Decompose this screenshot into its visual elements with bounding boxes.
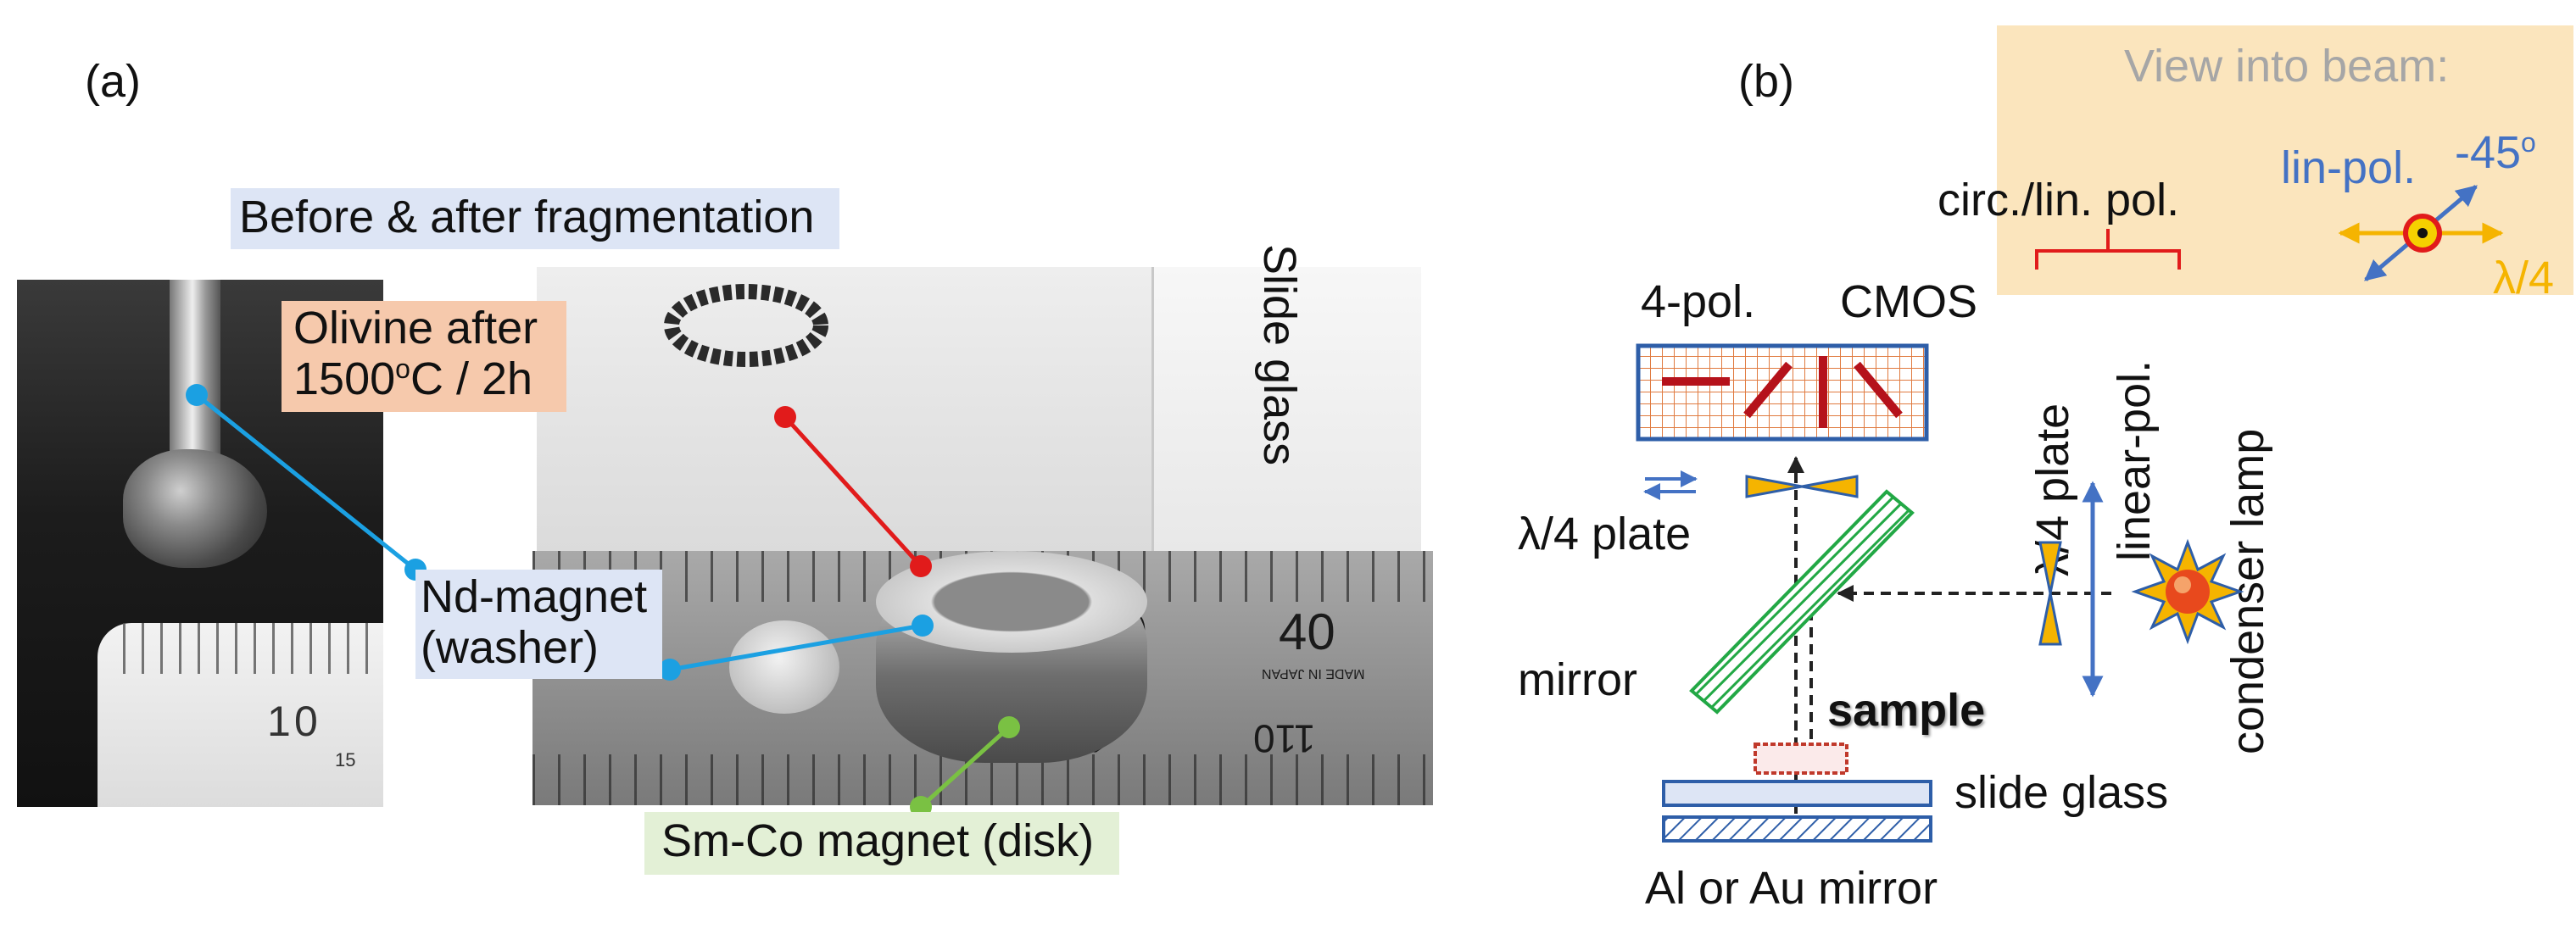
olivine-sample	[123, 449, 267, 568]
view-beam-dot	[2403, 214, 2442, 253]
sample-label: sample	[1827, 685, 1986, 736]
sample-piece	[1754, 743, 1848, 775]
panel-b-label: (b)	[1738, 56, 1794, 107]
circ-lin-pol-label: circ./lin. pol.	[1938, 175, 2180, 225]
condenser-lamp-icon	[2131, 538, 2244, 645]
mirror-label: mirror	[1518, 654, 1637, 705]
ruler-mark-40: 40	[1279, 603, 1335, 660]
leader-washer-dot-end	[659, 659, 681, 681]
al-au-mirror-label: Al or Au mirror	[1645, 863, 1938, 914]
leader-washer-dot-start	[912, 615, 934, 637]
angle-value: -45	[2455, 127, 2522, 178]
leader-fragment	[783, 415, 923, 568]
view-into-beam-title: View into beam:	[2124, 41, 2450, 92]
slide-glass-label: slide glass	[1954, 767, 2169, 818]
view-quarter-label: λ/4	[2493, 253, 2555, 303]
four-pol-label: 4-pol.	[1641, 276, 1756, 327]
leader-olivine	[195, 393, 417, 571]
olivine-label-line1: Olivine after	[293, 303, 538, 353]
nd-magnet-label: Nd-magnet (washer)	[415, 570, 663, 679]
fragment-ring	[664, 284, 828, 367]
slide-glass-optic	[1662, 780, 1932, 807]
olivine-degree-sup: o	[395, 353, 410, 385]
leader-fragment-dot-start	[774, 406, 796, 428]
olivine-label-line2: 1500oC / 2h	[293, 353, 538, 404]
holder-rod	[170, 280, 220, 479]
panel-a-label: (a)	[85, 56, 141, 107]
beam-mirror	[1689, 489, 1915, 715]
leader-smco	[919, 726, 1011, 809]
smco-disk	[729, 620, 839, 714]
slide-glass-frost	[1151, 267, 1421, 555]
nd-magnet-label-line1: Nd-magnet	[421, 571, 648, 622]
plate-translate-arrows	[1643, 470, 1698, 500]
ruler-left: 1 0 15	[98, 623, 383, 807]
nd-magnet-label-line2: (washer)	[421, 622, 599, 674]
slide-photo: 30 40 120 110 MADE IN JAPAN	[532, 246, 1433, 805]
al-au-mirror-optic	[1662, 815, 1932, 843]
olivine-label: Olivine after 1500oC / 2h	[282, 301, 567, 412]
leader-olivine-dot-start	[186, 384, 208, 406]
olivine-temp-unit: C / 2h	[410, 353, 533, 405]
smco-label: Sm-Co magnet (disk)	[644, 812, 1120, 876]
ruler-left-digit-1: 1	[267, 698, 291, 745]
quarter-plate-left-label: λ/4 plate	[1518, 509, 1692, 559]
leader-fragment-dot-end	[910, 555, 932, 577]
leader-smco-dot-start	[998, 716, 1020, 738]
ruler-left-15: 15	[335, 749, 356, 770]
angle-degree-sup: o	[2521, 127, 2536, 158]
olivine-temp: 1500	[293, 353, 396, 405]
quarter-plate-vertical	[1745, 475, 1859, 498]
quarter-plate-illumination	[2038, 541, 2062, 646]
leader-washer	[669, 623, 923, 672]
circ-lin-bracket	[2035, 229, 2181, 270]
cmos-label: CMOS	[1840, 276, 1977, 327]
angle-label: -45o	[2455, 127, 2536, 178]
lin-pol-label: lin-pol.	[2281, 142, 2417, 193]
ruler-left-digit-0: 0	[294, 698, 318, 745]
banner-before-after: Before & after fragmentation	[231, 188, 840, 250]
cmos-sensor	[1636, 343, 1929, 442]
